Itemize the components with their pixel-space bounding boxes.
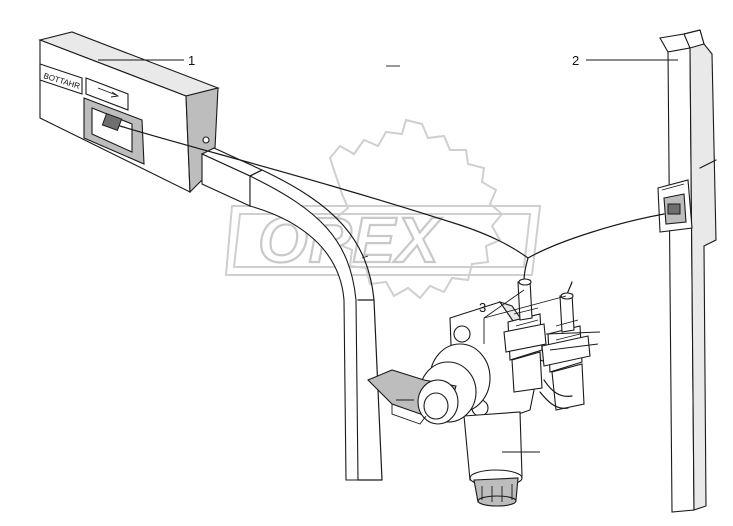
callout-2: 2 [572,53,579,68]
leader-lines [98,59,678,453]
part-3-valve-assembly [367,278,591,507]
callout-1: 1 [188,53,195,68]
callout-3: 3 [479,300,486,315]
watermark-gear-icon [328,118,504,300]
part-2-pillar-switch [657,29,717,513]
part-1-switch-panel: BOTTAHR [38,31,383,481]
panel-label-plate [39,63,83,95]
